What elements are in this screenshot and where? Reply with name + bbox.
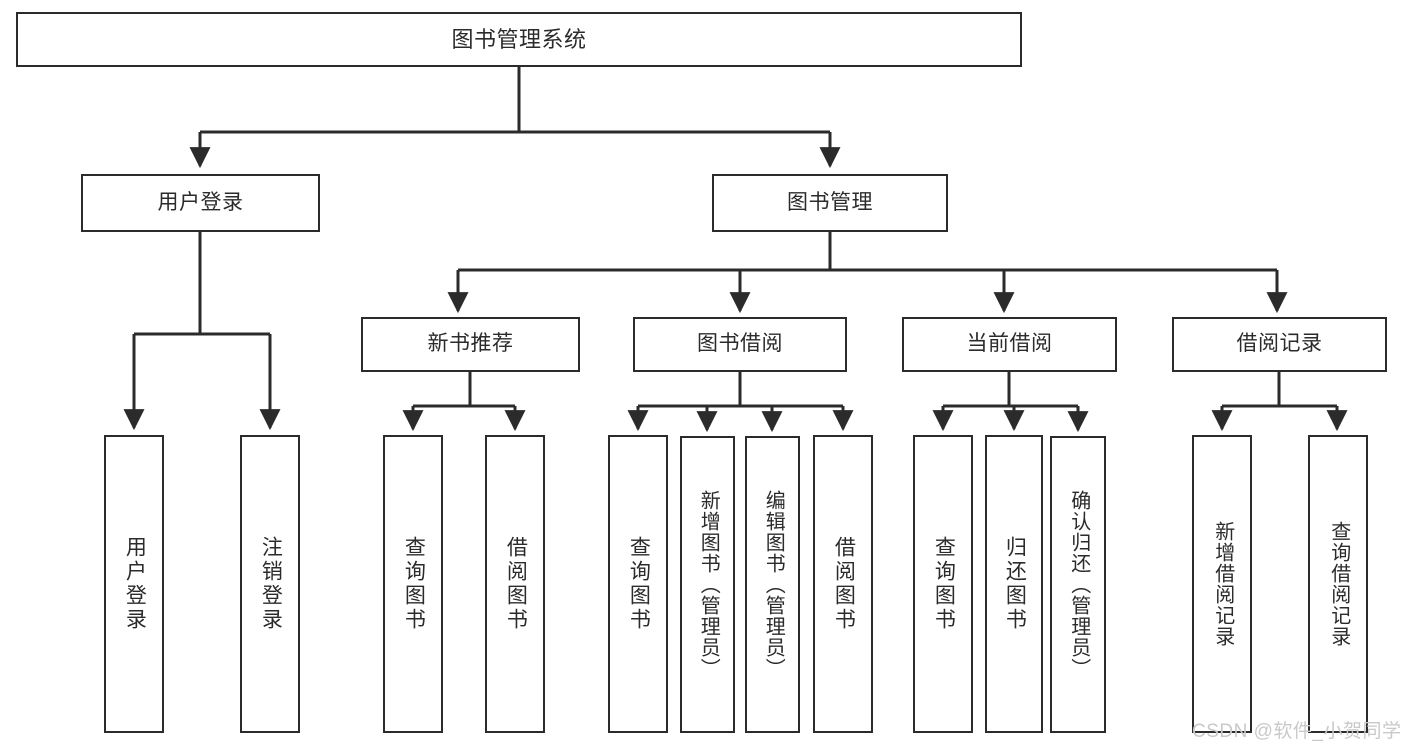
node-user-login[interactable]: 用户登录: [81, 174, 320, 232]
node-new-book-recommend[interactable]: 新书推荐: [361, 317, 580, 372]
leaf-logout[interactable]: 注销登录: [240, 435, 300, 733]
leaf-user-login[interactable]: 用户登录: [104, 435, 164, 733]
leaf-return-book[interactable]: 归还图书: [985, 435, 1043, 733]
leaf-borrow-book[interactable]: 借阅图书: [813, 435, 873, 733]
node-root-system[interactable]: 图书管理系统: [16, 12, 1022, 67]
leaf-query-book-recommend[interactable]: 查询图书: [383, 435, 443, 733]
node-borrow-record[interactable]: 借阅记录: [1172, 317, 1387, 372]
csdn-watermark: CSDN @软件_小贺同学: [1192, 721, 1402, 742]
node-book-borrow[interactable]: 图书借阅: [633, 317, 847, 372]
leaf-confirm-return-admin[interactable]: 确认归还（管理员）: [1050, 436, 1106, 733]
leaf-query-book-borrow[interactable]: 查询图书: [608, 435, 668, 733]
leaf-edit-book-admin[interactable]: 编辑图书（管理员）: [745, 436, 800, 733]
leaf-query-borrow-record[interactable]: 查询借阅记录: [1308, 435, 1368, 733]
leaf-add-book-admin[interactable]: 新增图书（管理员）: [680, 436, 735, 733]
leaf-borrow-book-recommend[interactable]: 借阅图书: [485, 435, 545, 733]
node-book-management[interactable]: 图书管理: [712, 174, 948, 232]
node-current-borrow[interactable]: 当前借阅: [902, 317, 1117, 372]
leaf-query-book-current[interactable]: 查询图书: [913, 435, 973, 733]
leaf-add-borrow-record[interactable]: 新增借阅记录: [1192, 435, 1252, 733]
